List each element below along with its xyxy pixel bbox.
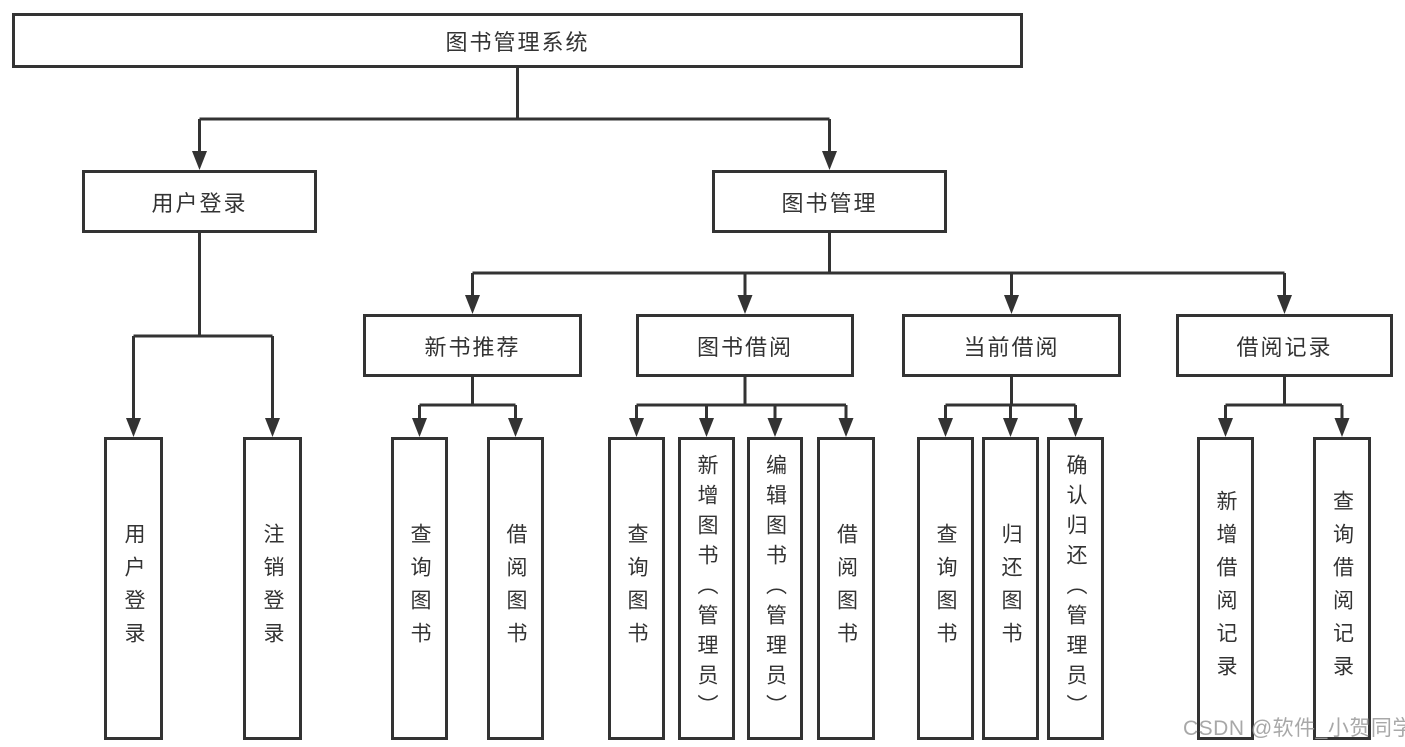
arrowheads	[126, 151, 1350, 437]
arrowhead	[508, 418, 523, 437]
leaf-query-books-a: 查询图书	[391, 437, 448, 740]
leaf-user-login: 用户登录	[104, 437, 163, 740]
leaf-query-books-b: 查询图书	[608, 437, 665, 740]
arrowhead	[192, 151, 207, 170]
arrowhead	[1277, 295, 1292, 314]
arrowhead	[1003, 418, 1018, 437]
leaf-return-books-label: 归还图书	[999, 522, 1022, 655]
node-new-book-recommend: 新书推荐	[363, 314, 582, 377]
edge-userlogin-to-leaves	[132, 233, 274, 420]
node-user-login-label: 用户登录	[151, 190, 248, 216]
arrowhead	[938, 418, 953, 437]
arrowhead	[1218, 418, 1233, 437]
csdn-watermark: CSDN @软件_小贺同学	[1183, 717, 1405, 740]
edge-newbook-to-leaves	[418, 377, 517, 420]
node-user-login: 用户登录	[82, 170, 317, 233]
leaf-query-books-c: 查询图书	[917, 437, 974, 740]
node-new-book-recommend-label: 新书推荐	[424, 334, 521, 360]
leaf-borrow-books-a-label: 借阅图书	[504, 522, 527, 655]
node-root: 图书管理系统	[12, 13, 1023, 68]
leaf-query-borrow-record: 查询借阅记录	[1313, 437, 1371, 740]
leaf-add-books-admin: 新增图书（管理员）	[678, 437, 735, 740]
arrowhead	[1004, 295, 1019, 314]
arrowhead	[737, 295, 753, 314]
leaf-add-borrow-record-label: 新增借阅记录	[1214, 489, 1237, 688]
arrowhead	[822, 151, 837, 170]
leaf-query-borrow-record-label: 查询借阅记录	[1330, 489, 1354, 688]
edge-records-to-leaves	[1224, 377, 1344, 420]
arrowhead	[126, 418, 141, 437]
arrowhead	[699, 418, 714, 437]
leaf-query-books-c-label: 查询图书	[934, 522, 957, 655]
arrowhead	[1334, 418, 1350, 437]
leaf-edit-books-admin: 编辑图书（管理员）	[747, 437, 803, 740]
edge-root-to-level2	[198, 67, 831, 153]
edge-bookmgmt-to-level3	[471, 233, 1286, 297]
edge-borrowing-to-leaves	[635, 377, 848, 420]
arrowhead	[1068, 418, 1083, 437]
node-book-management: 图书管理	[712, 170, 947, 233]
leaf-confirm-return-admin-label: 确认归还（管理员）	[1064, 453, 1087, 724]
node-current-borrowing-label: 当前借阅	[963, 334, 1060, 360]
edge-current-to-leaves	[944, 377, 1077, 420]
leaf-logout-label: 注销登录	[261, 522, 284, 655]
node-root-label: 图书管理系统	[445, 29, 590, 55]
leaf-add-borrow-record: 新增借阅记录	[1197, 437, 1254, 740]
node-book-borrowing-label: 图书借阅	[696, 334, 793, 360]
arrowhead	[412, 418, 427, 437]
arrowhead	[629, 418, 644, 437]
node-book-borrowing: 图书借阅	[636, 314, 854, 377]
node-book-management-label: 图书管理	[781, 190, 878, 216]
leaf-borrow-books-b-label: 借阅图书	[834, 522, 858, 655]
node-borrowing-records: 借阅记录	[1176, 314, 1393, 377]
arrowhead	[767, 418, 783, 437]
leaf-logout: 注销登录	[243, 437, 302, 740]
leaf-query-books-b-label: 查询图书	[625, 522, 648, 655]
arrowhead	[465, 295, 480, 314]
leaf-user-login-label: 用户登录	[122, 522, 145, 655]
leaf-add-books-admin-label: 新增图书（管理员）	[695, 453, 718, 724]
leaf-return-books: 归还图书	[982, 437, 1039, 740]
arrowhead	[838, 418, 854, 437]
leaf-edit-books-admin-label: 编辑图书（管理员）	[763, 453, 787, 724]
leaf-borrow-books-b: 借阅图书	[817, 437, 875, 740]
arrowhead	[265, 418, 280, 437]
leaf-query-books-a-label: 查询图书	[408, 522, 431, 655]
leaf-borrow-books-a: 借阅图书	[487, 437, 544, 740]
leaf-confirm-return-admin: 确认归还（管理员）	[1047, 437, 1104, 740]
node-current-borrowing: 当前借阅	[902, 314, 1121, 377]
node-borrowing-records-label: 借阅记录	[1236, 334, 1333, 360]
